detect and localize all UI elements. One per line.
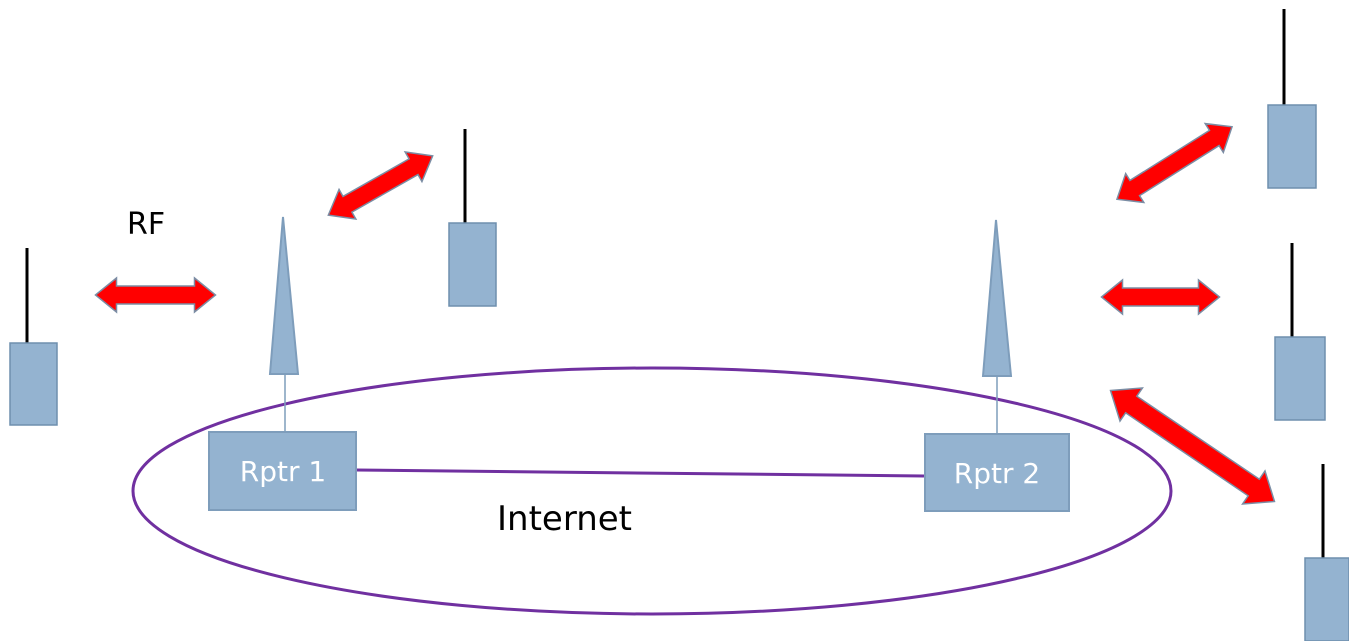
repeater-box	[924, 433, 1070, 512]
internet-cloud	[131, 366, 1173, 616]
double-arrow-icon	[1115, 122, 1234, 204]
rf-link-arrow-upper	[327, 150, 434, 221]
double-arrow-icon	[1100, 278, 1221, 316]
handheld-radio-icon	[9, 248, 58, 426]
internet-label: Internet	[497, 499, 632, 539]
repeater-2-label: Rptr 2	[954, 457, 1040, 490]
rf-link-arrow-right	[1100, 278, 1221, 316]
antenna-mast-icon	[268, 216, 300, 375]
handheld-radio-icon	[448, 129, 497, 307]
internet-link	[355, 468, 925, 478]
double-arrow-icon	[327, 150, 434, 221]
handheld-radio-icon	[1267, 9, 1317, 189]
rf-label: RF	[127, 207, 165, 242]
repeater-2: Rptr 2	[924, 433, 1070, 512]
rf-link-arrow-bottom-right	[1109, 387, 1276, 505]
handheld-radio-icon	[1274, 243, 1326, 421]
rf-link-arrow-left	[94, 276, 217, 314]
repeater-box	[208, 431, 357, 511]
double-arrow-icon	[94, 276, 217, 314]
repeater-1: Rptr 1	[208, 431, 357, 511]
repeater-1-label: Rptr 1	[240, 455, 326, 488]
double-arrow-icon	[1109, 387, 1276, 505]
handheld-radio-icon	[1304, 464, 1349, 641]
antenna-mast-icon	[981, 219, 1013, 377]
rf-link-arrow-top-right	[1115, 122, 1234, 204]
